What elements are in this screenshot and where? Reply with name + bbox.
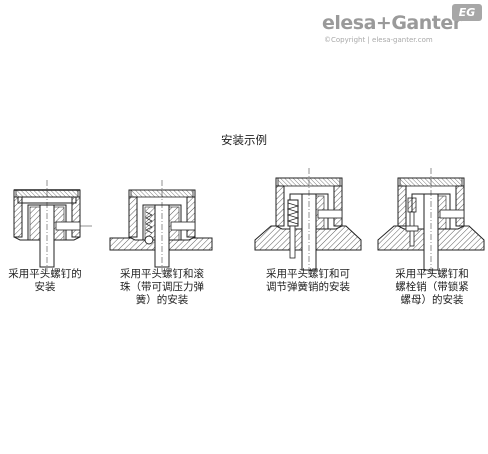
caption-1: 采用平头螺钉的安装 <box>8 268 82 293</box>
figure-1-flat-head-screw <box>13 180 92 272</box>
caption-2: 采用平头螺钉和滚珠（带可调压力弹簧）的安装 <box>120 268 204 306</box>
copyright-text: ©Copyright | elesa-ganter.com <box>324 36 433 44</box>
brand-wordmark: elesa+Ganter <box>322 12 462 34</box>
figure-4-screw-and-bolt-pin <box>377 168 485 274</box>
page-title: 安装示例 <box>221 133 267 147</box>
brand-badge: EG <box>452 4 482 21</box>
caption-3: 采用平头螺钉和可调节弹簧销的安装 <box>266 268 350 293</box>
elesa-ganter-logo: elesa+Ganter EG ©Copyright | elesa-gante… <box>318 4 484 48</box>
caption-4: 采用平头螺钉和螺栓销（带锁紧螺母）的安装 <box>395 268 469 306</box>
figure-2-screw-and-ball <box>109 180 213 272</box>
figure-3-screw-and-spring-pin <box>254 168 362 274</box>
